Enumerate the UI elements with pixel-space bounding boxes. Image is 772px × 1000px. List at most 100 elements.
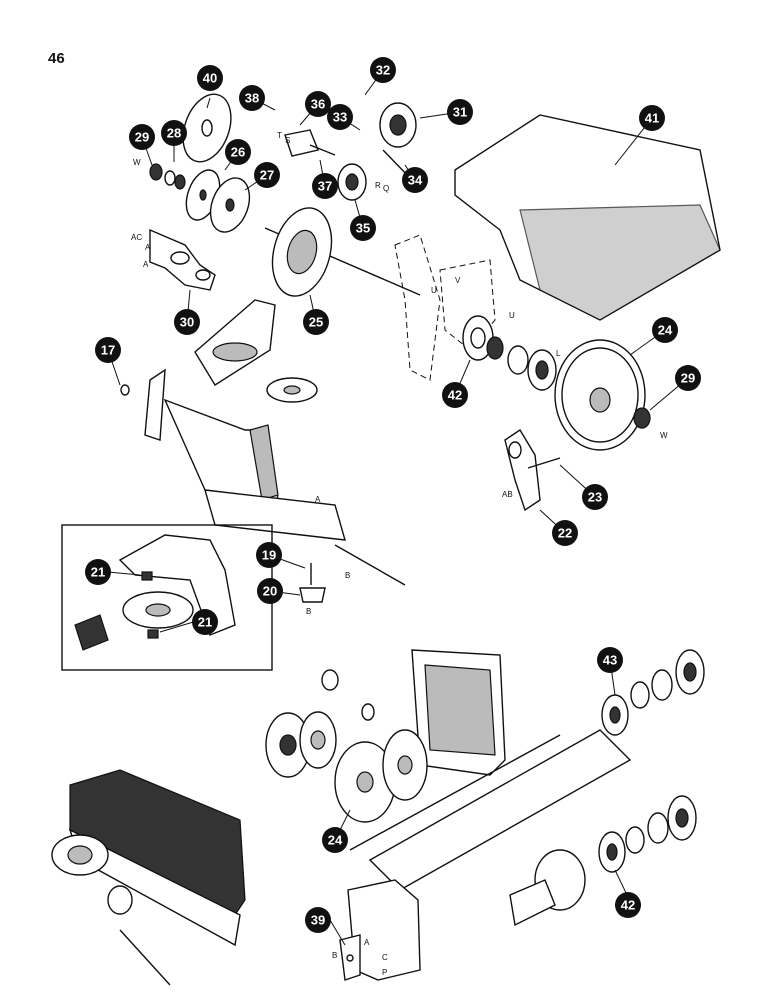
adjuster-19-20	[299, 563, 326, 603]
bracket-22	[504, 429, 541, 512]
callout-27: 27	[254, 162, 280, 188]
svg-text:35: 35	[356, 221, 370, 236]
callout-36: 36	[305, 91, 331, 117]
ref-letter: Q	[383, 184, 389, 193]
callout-25: 25	[303, 309, 329, 335]
svg-text:20: 20	[263, 584, 277, 599]
svg-text:29: 29	[681, 371, 695, 386]
ref-letter: B	[306, 607, 311, 616]
ref-letter: W	[133, 158, 141, 167]
svg-text:41: 41	[645, 111, 659, 126]
lower-frame-plate	[411, 649, 506, 776]
svg-text:42: 42	[448, 388, 462, 403]
callout-21-bottom: 21	[192, 609, 218, 635]
page-number: 46	[48, 50, 65, 67]
svg-text:30: 30	[180, 315, 194, 330]
nut-29-right	[633, 407, 651, 429]
ref-letter: A	[145, 243, 151, 252]
reference-letters: W W A AC A AB T S R Q U V U L B B A B A …	[131, 131, 668, 977]
svg-text:22: 22	[558, 526, 572, 541]
callout-30: 30	[174, 309, 200, 335]
callout-22: 22	[552, 520, 578, 546]
svg-text:37: 37	[318, 179, 332, 194]
ref-letter: AC	[131, 233, 142, 242]
callout-42-lower: 42	[615, 892, 641, 918]
ref-letter: S	[285, 136, 290, 145]
svg-text:42: 42	[621, 898, 635, 913]
pulley-27	[209, 177, 251, 233]
callout-24-upper: 24	[652, 317, 678, 343]
svg-text:38: 38	[245, 91, 259, 106]
svg-text:17: 17	[101, 343, 115, 358]
callout-21-top: 21	[85, 559, 111, 585]
pulley-24-upper	[554, 339, 646, 451]
svg-text:34: 34	[408, 173, 423, 188]
svg-text:33: 33	[333, 110, 347, 125]
ref-letter: L	[556, 349, 561, 358]
ref-letter: A	[315, 495, 321, 504]
svg-text:26: 26	[231, 145, 245, 160]
inset-detail-box	[61, 524, 273, 671]
callout-31: 31	[447, 99, 473, 125]
svg-text:23: 23	[588, 490, 602, 505]
callout-19: 19	[256, 542, 282, 568]
callout-20: 20	[257, 578, 283, 604]
svg-text:32: 32	[376, 63, 390, 78]
callout-42-upper: 42	[442, 382, 468, 408]
svg-text:27: 27	[260, 168, 274, 183]
callout-34: 34	[402, 167, 428, 193]
svg-text:29: 29	[135, 130, 149, 145]
ref-letter: P	[382, 968, 387, 977]
svg-text:28: 28	[167, 126, 181, 141]
callout-29-right: 29	[675, 365, 701, 391]
ref-letter: B	[345, 571, 350, 580]
svg-text:39: 39	[311, 913, 325, 928]
arm-36	[284, 129, 336, 157]
callout-24-lower: 24	[322, 827, 348, 853]
callout-33: 33	[327, 104, 353, 130]
callout-23: 23	[582, 484, 608, 510]
ref-letter: U	[509, 311, 515, 320]
belt-shield-41	[454, 114, 721, 321]
svg-text:24: 24	[658, 323, 673, 338]
callout-29-left: 29	[129, 124, 155, 150]
callout-35: 35	[350, 215, 376, 241]
pulley-40	[182, 93, 232, 163]
bracket-30	[149, 228, 216, 291]
ref-letter: T	[277, 131, 282, 140]
ref-letter: U	[431, 286, 437, 295]
bearing-set-43	[601, 649, 705, 736]
ref-letter: A	[143, 260, 149, 269]
drive-shaft-and-tube	[347, 729, 632, 981]
ref-letter: R	[375, 181, 381, 190]
bracket-39	[339, 934, 361, 981]
ref-letter: B	[332, 951, 337, 960]
callout-17: 17	[95, 337, 121, 363]
ref-letter: C	[382, 953, 388, 962]
callout-39: 39	[305, 907, 331, 933]
bolt-23	[527, 457, 561, 469]
svg-text:43: 43	[603, 653, 617, 668]
shaft-and-pulley-25	[264, 207, 421, 297]
callout-43: 43	[597, 647, 623, 673]
svg-text:19: 19	[262, 548, 276, 563]
callout-28: 28	[161, 120, 187, 146]
pulley-31	[379, 102, 417, 148]
callout-32: 32	[370, 57, 396, 83]
pulley-35	[337, 163, 367, 201]
svg-text:31: 31	[453, 105, 467, 120]
gearbox-assembly	[120, 299, 406, 586]
svg-text:36: 36	[311, 97, 325, 112]
gearbox-housing-lower	[51, 769, 246, 986]
callout-37: 37	[312, 173, 338, 199]
bearing-set-42-upper	[462, 315, 557, 391]
callout-41: 41	[639, 105, 665, 131]
svg-text:21: 21	[198, 615, 212, 630]
ref-letter: A	[364, 938, 370, 947]
ref-letter: AB	[502, 490, 513, 499]
washers-28-29	[149, 163, 186, 190]
ref-letter: V	[455, 276, 461, 285]
bearing-set-42-lower	[509, 795, 697, 927]
